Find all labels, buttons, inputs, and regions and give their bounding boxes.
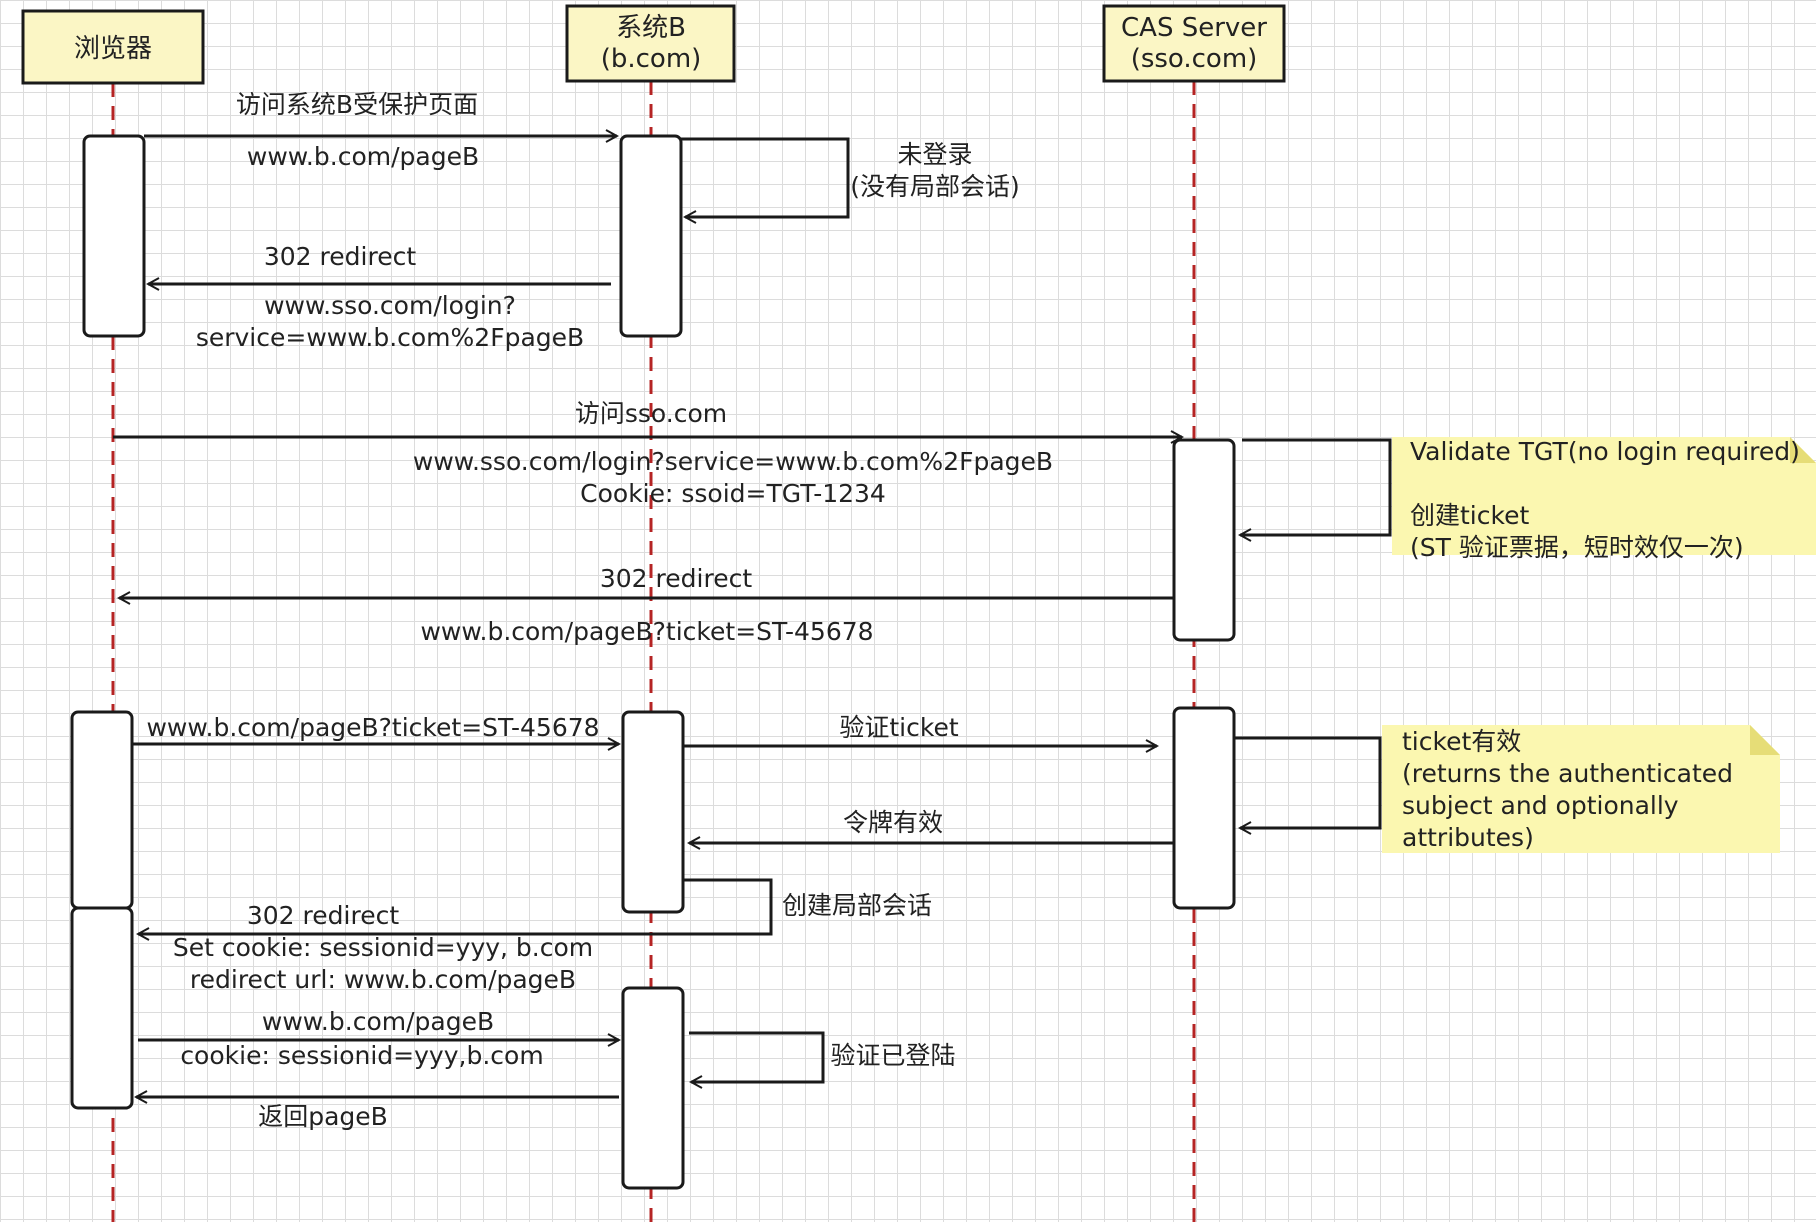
m5-url: www.b.com/pageB?ticket=ST-45678 — [146, 713, 599, 742]
m4-url: www.b.com/pageB?ticket=ST-45678 — [420, 617, 873, 646]
m4-title: 302 redirect — [600, 564, 752, 593]
activation-cas-1 — [1172, 438, 1236, 642]
m6-title: 验证ticket — [839, 713, 958, 742]
note1-line4: (ST 验证票据，短时效仅一次) — [1410, 533, 1744, 562]
activation-browser-1 — [82, 134, 146, 338]
activation-browser-2 — [70, 710, 134, 910]
m10-label: 返回pageB — [258, 1102, 388, 1131]
activation-systemB-2 — [621, 710, 685, 914]
note-ticket-valid: ticket有效 (returns the authenticated subj… — [1382, 725, 1780, 853]
self1-line2: (没有局部会话) — [850, 172, 1020, 201]
note2-line1: ticket有效 — [1402, 727, 1521, 756]
m9-line1: www.b.com/pageB — [262, 1007, 494, 1036]
m2-url-2: service=www.b.com%2FpageB — [196, 323, 584, 352]
note2-line4: attributes) — [1402, 823, 1534, 852]
self-arrow-2 — [1240, 438, 1392, 535]
note-validate-tgt: Validate TGT(no login required) 创建ticket… — [1392, 437, 1816, 562]
self-arrow-cas-validate — [1234, 736, 1382, 828]
m3-title: 访问sso.com — [575, 399, 727, 428]
self-arrow-1 — [681, 137, 850, 217]
participant-cas: CAS Server (sso.com) — [1102, 4, 1286, 83]
m1-title: 访问系统B受保护页面 — [236, 90, 478, 119]
note1-line1: Validate TGT(no login required) — [1410, 437, 1800, 466]
activation-systemB-1 — [619, 134, 683, 338]
self1-line1: 未登录 — [897, 140, 972, 169]
m2-title: 302 redirect — [264, 242, 416, 271]
self-arrow-3 — [652, 878, 773, 936]
note1-line3: 创建ticket — [1410, 501, 1529, 530]
participant-browser-label: 浏览器 — [74, 34, 152, 64]
participant-systemB: 系统B (b.com) — [565, 4, 736, 83]
self-arrow-4 — [689, 1031, 825, 1082]
self4-label: 验证已登陆 — [830, 1041, 955, 1070]
activation-systemB-3 — [621, 986, 685, 1190]
m7-title: 令牌有效 — [843, 808, 943, 837]
participant-systemB-domain: (b.com) — [601, 44, 702, 74]
participant-cas-label: CAS Server — [1121, 13, 1267, 43]
note2-line3: subject and optionally — [1402, 791, 1679, 820]
m9-line2: cookie: sessionid=yyy,b.com — [180, 1041, 543, 1070]
m3-cookie: Cookie: ssoid=TGT-1234 — [580, 479, 886, 508]
m8-line2: Set cookie: sessionid=yyy, b.com — [173, 933, 593, 962]
note2-line2: (returns the authenticated — [1402, 759, 1733, 788]
m2-url-1: www.sso.com/login? — [264, 291, 516, 320]
activation-browser-3 — [70, 906, 134, 1110]
m3-url: www.sso.com/login?service=www.b.com%2Fpa… — [413, 447, 1053, 476]
m8-line3: redirect url: www.b.com/pageB — [190, 965, 576, 994]
participant-browser: 浏览器 — [21, 9, 205, 85]
participant-cas-domain: (sso.com) — [1131, 44, 1258, 74]
activation-cas-2 — [1172, 706, 1236, 910]
participant-systemB-label: 系统B — [616, 13, 686, 43]
self3-label: 创建局部会话 — [782, 891, 932, 920]
m8-line1: 302 redirect — [247, 901, 399, 930]
m1-url: www.b.com/pageB — [247, 142, 479, 171]
